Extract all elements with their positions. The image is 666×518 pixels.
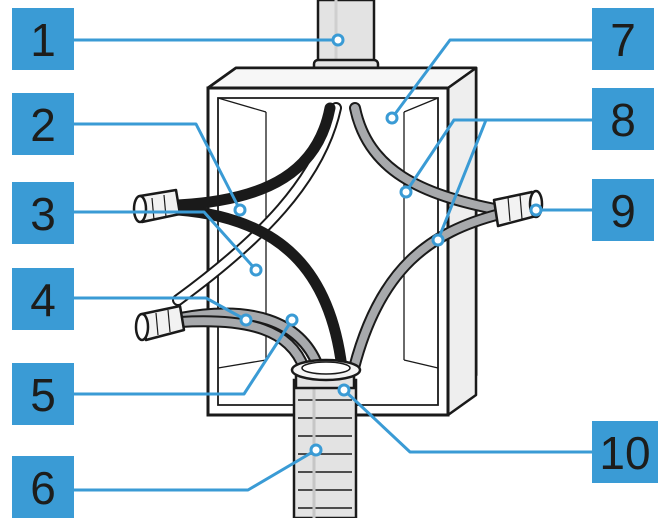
leader-dot-7 xyxy=(385,111,399,125)
leader-dot-9 xyxy=(529,203,543,217)
callout-10: 10 xyxy=(592,421,658,483)
callout-number-2: 2 xyxy=(30,99,56,151)
leader-dot-5 xyxy=(285,313,299,327)
callout-box-4 xyxy=(12,268,74,330)
callout-2: 2 xyxy=(12,93,74,155)
leader-dot-1 xyxy=(331,33,345,47)
callout-box-3 xyxy=(12,182,74,244)
leader-line-7 xyxy=(390,38,594,120)
leader-dot-8 xyxy=(399,185,413,199)
leader-line-5 xyxy=(72,318,294,396)
leader-dot-3 xyxy=(249,263,263,277)
callout-number-5: 5 xyxy=(30,369,56,421)
leader-line-10 xyxy=(342,388,594,454)
callout-7: 7 xyxy=(592,8,654,70)
leader-dot-10 xyxy=(337,383,351,397)
callout-8: 8 xyxy=(592,88,654,150)
wire-nut-left-lower xyxy=(134,304,186,342)
callout-number-9: 9 xyxy=(610,185,636,237)
callout-6: 6 xyxy=(12,456,74,518)
callout-box-1 xyxy=(12,8,74,70)
leader-line-4 xyxy=(72,296,248,322)
callout-number-1: 1 xyxy=(30,14,56,66)
bottom-connector xyxy=(290,358,362,390)
flexible-conduit xyxy=(292,378,358,518)
callout-number-6: 6 xyxy=(30,462,56,514)
leader-dot-2 xyxy=(233,203,247,217)
callout-number-3: 3 xyxy=(30,188,56,240)
leader-line-8b xyxy=(436,118,488,242)
leader-lines xyxy=(72,38,594,492)
callout-number-7: 7 xyxy=(610,14,636,66)
callout-number-4: 4 xyxy=(30,274,56,326)
wires xyxy=(172,102,506,374)
callout-number-8: 8 xyxy=(610,94,636,146)
callout-box-2 xyxy=(12,93,74,155)
callout-box-9 xyxy=(592,179,654,241)
callout-box-6 xyxy=(12,456,74,518)
callout-box-10 xyxy=(592,421,658,483)
callout-1: 1 xyxy=(12,8,74,70)
callout-9: 9 xyxy=(592,179,654,241)
callout-box-5 xyxy=(12,363,74,425)
callout-box-7 xyxy=(592,8,654,70)
leader-dot-8b xyxy=(431,233,445,247)
callout-3: 3 xyxy=(12,182,74,244)
callout-4: 4 xyxy=(12,268,74,330)
leader-line-2 xyxy=(72,122,242,212)
callout-box-8 xyxy=(592,88,654,150)
callout-5: 5 xyxy=(12,363,74,425)
callout-number-10: 10 xyxy=(599,427,650,479)
leader-dot-4 xyxy=(239,313,253,327)
leader-dots xyxy=(233,33,543,457)
leader-line-6 xyxy=(72,448,318,492)
leader-dot-6 xyxy=(309,443,323,457)
wire-nut-left-upper xyxy=(132,188,182,224)
leader-line-3 xyxy=(72,210,258,272)
